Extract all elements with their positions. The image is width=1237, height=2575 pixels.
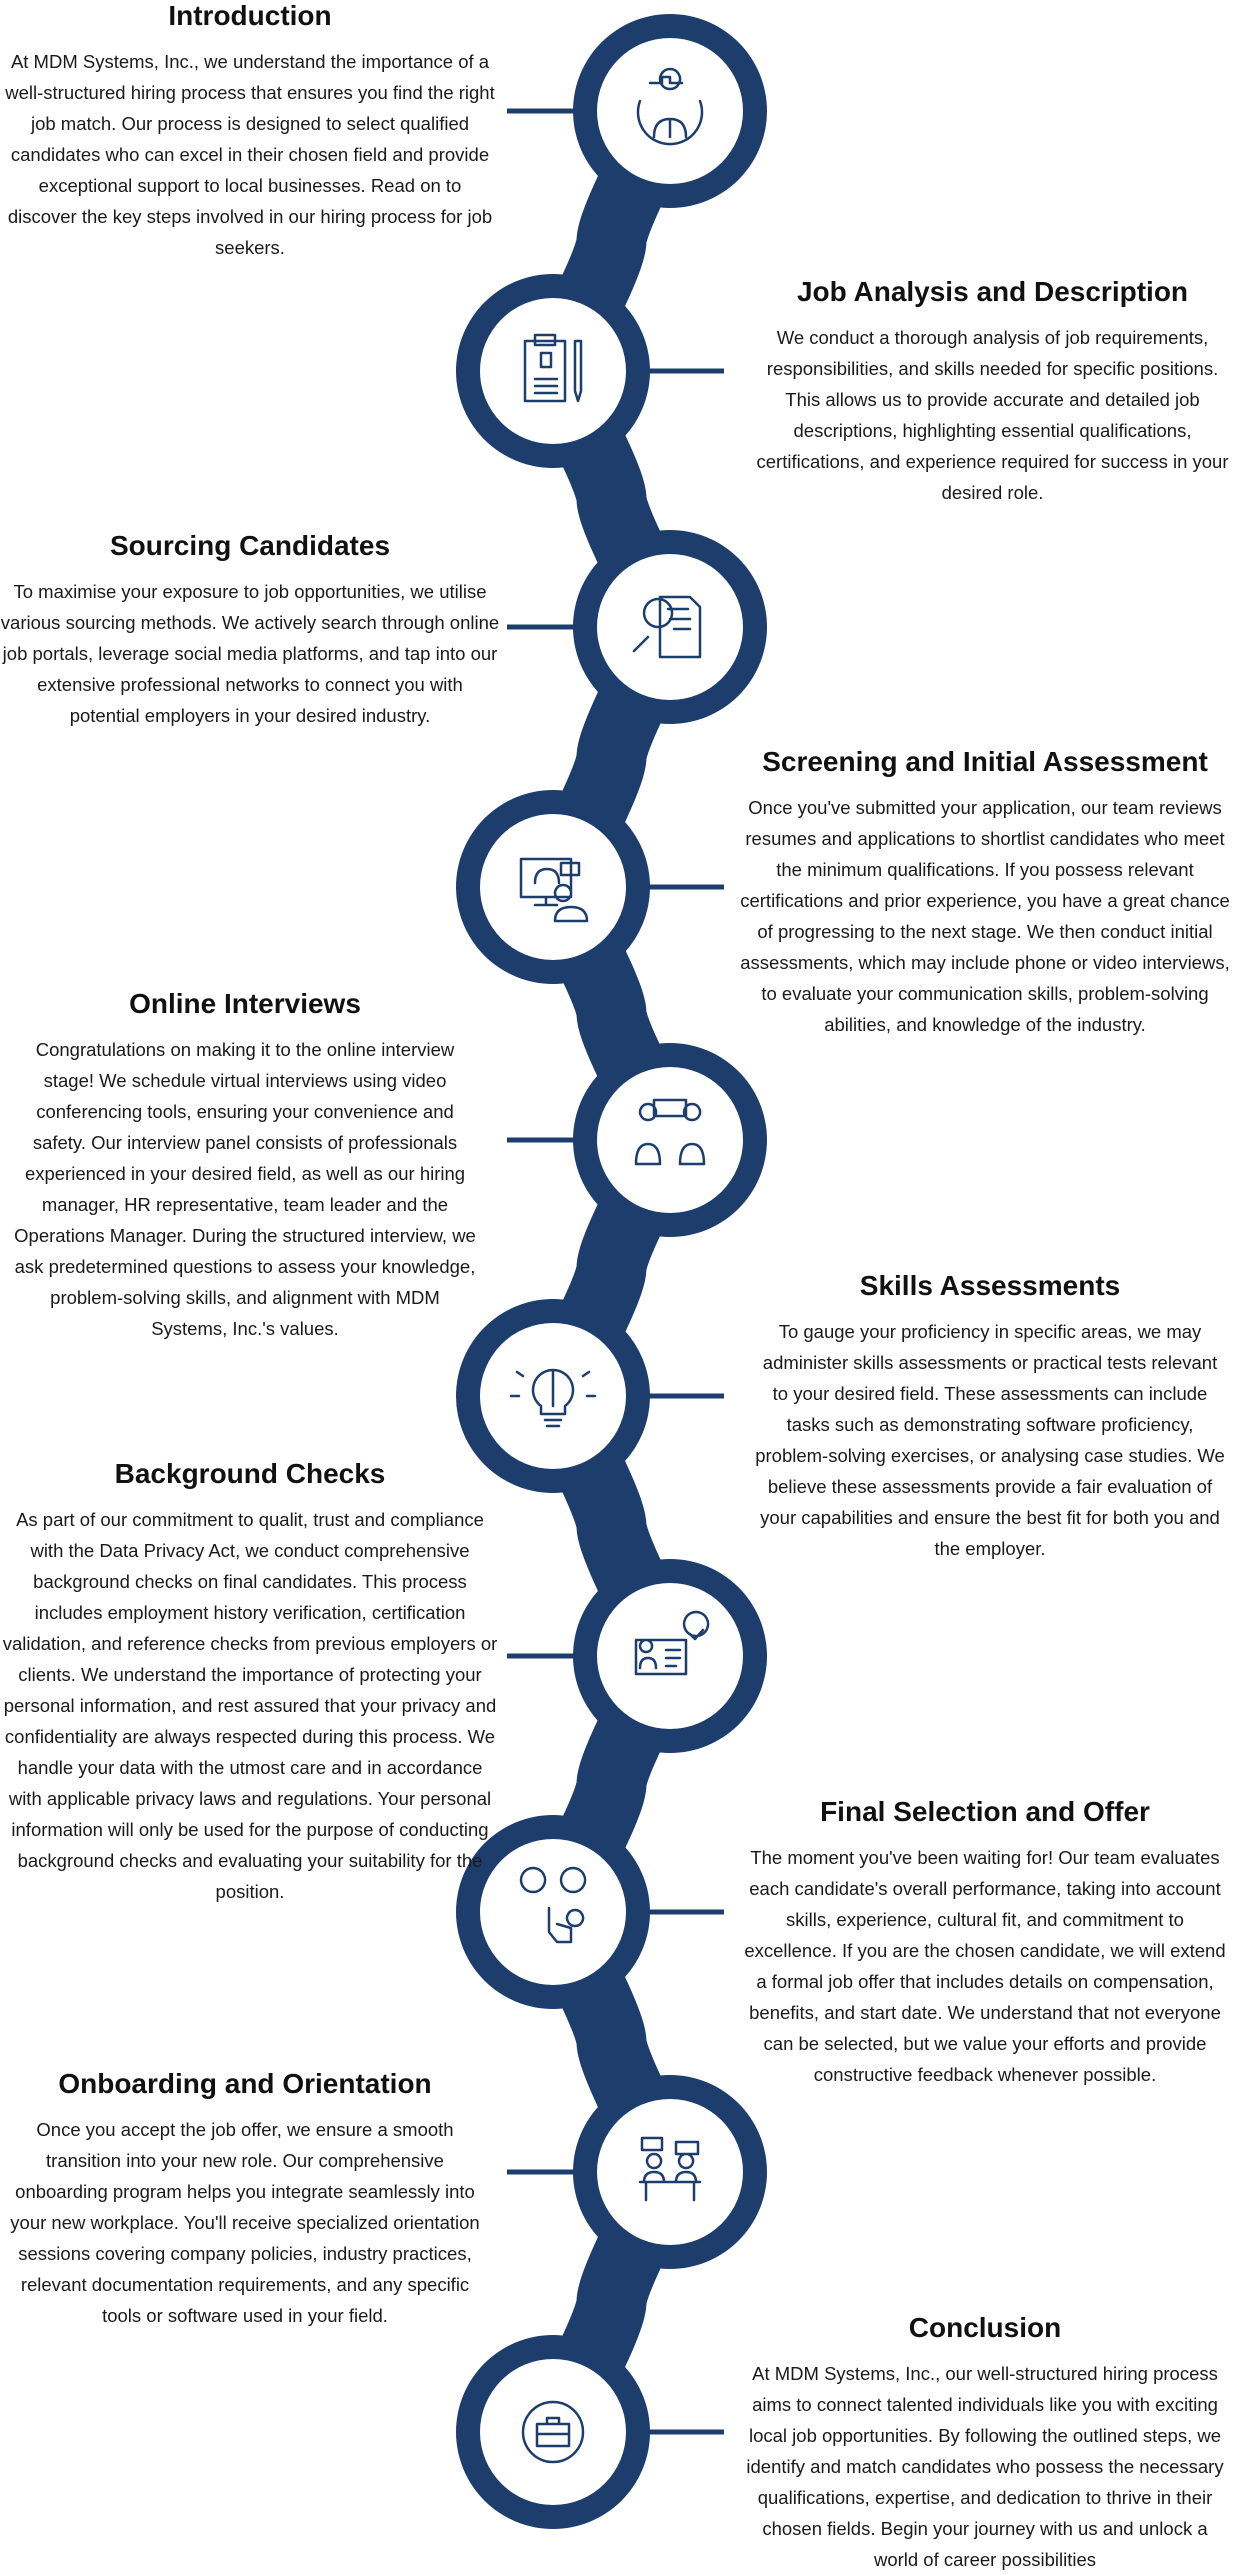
step-skills-assessments: Skills Assessments To gauge your profici… (755, 1270, 1225, 1564)
step-onboarding: Onboarding and Orientation Once you acce… (0, 2068, 490, 2331)
step-text: The moment you've been waiting for! Our … (744, 1847, 1226, 2085)
step-conclusion: Conclusion At MDM Systems, Inc., our wel… (740, 2312, 1230, 2575)
step-introduction: Introduction At MDM Systems, Inc., we un… (0, 0, 500, 263)
timeline-circle-inner (597, 1583, 743, 1729)
step-title: Skills Assessments (859, 1270, 1121, 1301)
video-call-icon (519, 857, 589, 923)
step-title: Onboarding and Orientation (58, 2068, 432, 2099)
timeline-circle-inner (480, 298, 626, 444)
step-online-interviews: Online Interviews Congratulations on mak… (10, 988, 480, 1344)
step-text: Once you've submitted your application, … (740, 797, 1230, 1035)
candidate-select-icon (519, 1866, 587, 1944)
step-text: As part of our commitment to qualit, tru… (2, 1509, 498, 1902)
timeline-circle-inner (597, 1067, 743, 1213)
timeline-circle-inner (597, 554, 743, 700)
step-final-selection: Final Selection and Offer The moment you… (740, 1796, 1230, 2090)
step-sourcing: Sourcing Candidates To maximise your exp… (0, 530, 500, 731)
timeline-circle-inner (597, 2099, 743, 2245)
step-title: Sourcing Candidates (109, 530, 391, 561)
id-card-check-icon (634, 1610, 710, 1676)
step-title: Screening and Initial Assessment (762, 746, 1208, 777)
gear-person-icon (636, 67, 704, 146)
step-title: Introduction (168, 0, 332, 31)
brain-bulb-icon (509, 1368, 597, 1428)
timeline-circle-inner (480, 1839, 626, 1985)
timeline-circle-inner (597, 38, 743, 184)
step-title: Online Interviews (129, 988, 361, 1019)
step-title: Background Checks (114, 1458, 386, 1489)
step-title: Conclusion (908, 2312, 1062, 2343)
team-meeting-icon (638, 2136, 702, 2202)
step-title: Job Analysis and Description (796, 276, 1189, 307)
gear-briefcase-icon (521, 2400, 585, 2464)
step-text: At MDM Systems, Inc., we understand the … (5, 51, 495, 258)
step-text: To maximise your exposure to job opportu… (0, 581, 500, 726)
interview-icon (634, 1098, 706, 1166)
step-text: To gauge your proficiency in specific ar… (755, 1321, 1225, 1559)
step-title: Final Selection and Offer (820, 1796, 1150, 1827)
step-background-checks: Background Checks As part of our commitm… (0, 1458, 500, 1907)
timeline-circle-inner (480, 814, 626, 960)
resume-search-icon (632, 595, 702, 659)
step-text: At MDM Systems, Inc., our well-structure… (746, 2363, 1224, 2570)
timeline-circle-inner (480, 2359, 626, 2505)
step-screening: Screening and Initial Assessment Once yo… (740, 746, 1230, 1040)
step-text: We conduct a thorough analysis of job re… (756, 327, 1229, 503)
clipboard-pencil-icon (523, 333, 583, 403)
step-text: Congratulations on making it to the onli… (14, 1039, 476, 1339)
step-job-analysis: Job Analysis and Description We conduct … (755, 276, 1230, 508)
step-text: Once you accept the job offer, we ensure… (10, 2119, 480, 2326)
